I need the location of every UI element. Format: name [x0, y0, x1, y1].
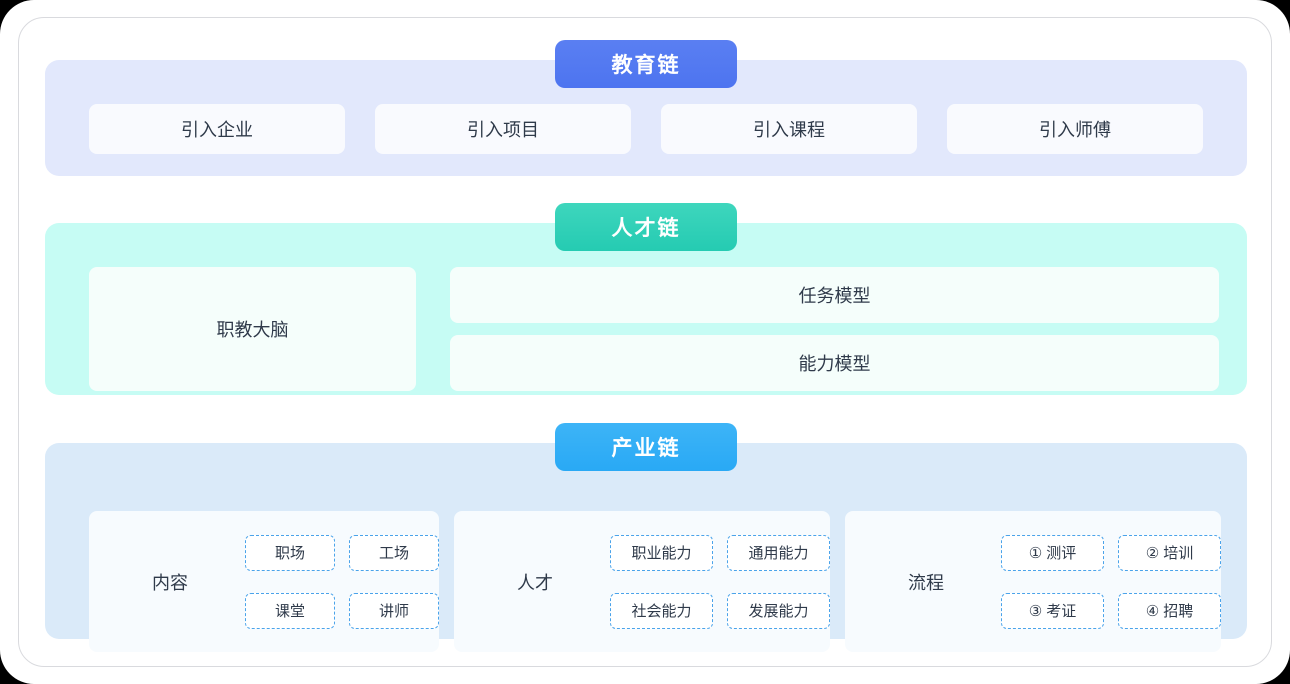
talent-model-stack: 任务模型 能力模型: [450, 267, 1219, 391]
industry-tag[interactable]: 社会能力: [610, 592, 713, 629]
industry-tag[interactable]: ① 测评: [1001, 534, 1104, 571]
education-item-label: 引入企业: [181, 120, 253, 140]
talent-chain-item-row: 职教大脑 任务模型 能力模型: [89, 267, 1219, 391]
industry-group-label: 流程: [908, 572, 944, 593]
diagram-card-frame: 教育链 引入企业 引入项目 引入课程 引入师傅 人才链: [18, 17, 1272, 667]
industry-group-talent: 人才 职业能力 通用能力 社会能力 发展能力: [454, 511, 830, 652]
industry-group-content: 内容 职场 工场 课堂 讲师: [89, 511, 439, 652]
industry-group-label: 人才: [517, 572, 553, 593]
industry-tag[interactable]: 讲师: [349, 592, 439, 629]
industry-tag[interactable]: 课堂: [245, 592, 335, 629]
industry-chain-group-row: 内容 职场 工场 课堂 讲师 人才 职业能力 通用能力 社会能力 发展能力: [89, 511, 1221, 652]
education-item-project[interactable]: 引入项目: [375, 104, 631, 154]
education-chain-item-row: 引入企业 引入项目 引入课程 引入师傅: [89, 104, 1203, 154]
education-item-label: 引入师傅: [1039, 120, 1111, 140]
industry-tag[interactable]: 职场: [245, 534, 335, 571]
talent-chain-badge[interactable]: 人才链: [555, 203, 737, 251]
industry-chain-section: 产业链 内容 职场 工场 课堂 讲师 人才 职业能力 通用能力: [45, 423, 1247, 652]
industry-chain-badge[interactable]: 产业链: [555, 423, 737, 471]
industry-group-tags: ① 测评 ② 培训 ③ 考证 ④ 招聘: [1001, 534, 1221, 629]
education-item-label: 引入项目: [467, 120, 539, 140]
education-chain-badge[interactable]: 教育链: [555, 40, 737, 88]
industry-tag[interactable]: 发展能力: [727, 592, 830, 629]
industry-tag[interactable]: ② 培训: [1118, 534, 1221, 571]
industry-tag[interactable]: 通用能力: [727, 534, 830, 571]
capability-model-card[interactable]: 能力模型: [450, 335, 1219, 391]
brain-card-label: 职教大脑: [216, 320, 289, 340]
education-item-mentor[interactable]: 引入师傅: [947, 104, 1203, 154]
model-card-label: 任务模型: [798, 286, 871, 306]
industry-group-tags: 职场 工场 课堂 讲师: [245, 534, 439, 629]
industry-group-label: 内容: [152, 572, 188, 593]
education-item-enterprise[interactable]: 引入企业: [89, 104, 345, 154]
model-card-label: 能力模型: [798, 354, 871, 374]
industry-tag[interactable]: ③ 考证: [1001, 592, 1104, 629]
industry-tag[interactable]: 职业能力: [610, 534, 713, 571]
talent-chain-section: 人才链 职教大脑 任务模型 能力模型: [45, 203, 1247, 395]
education-item-label: 引入课程: [753, 120, 825, 140]
task-model-card[interactable]: 任务模型: [450, 267, 1219, 323]
vocational-education-brain-card[interactable]: 职教大脑: [89, 267, 416, 391]
industry-group-process: 流程 ① 测评 ② 培训 ③ 考证 ④ 招聘: [845, 511, 1221, 652]
education-chain-section: 教育链 引入企业 引入项目 引入课程 引入师傅: [45, 40, 1247, 176]
industry-group-tags: 职业能力 通用能力 社会能力 发展能力: [610, 534, 830, 629]
education-item-course[interactable]: 引入课程: [661, 104, 917, 154]
industry-tag[interactable]: ④ 招聘: [1118, 592, 1221, 629]
industry-tag[interactable]: 工场: [349, 534, 439, 571]
